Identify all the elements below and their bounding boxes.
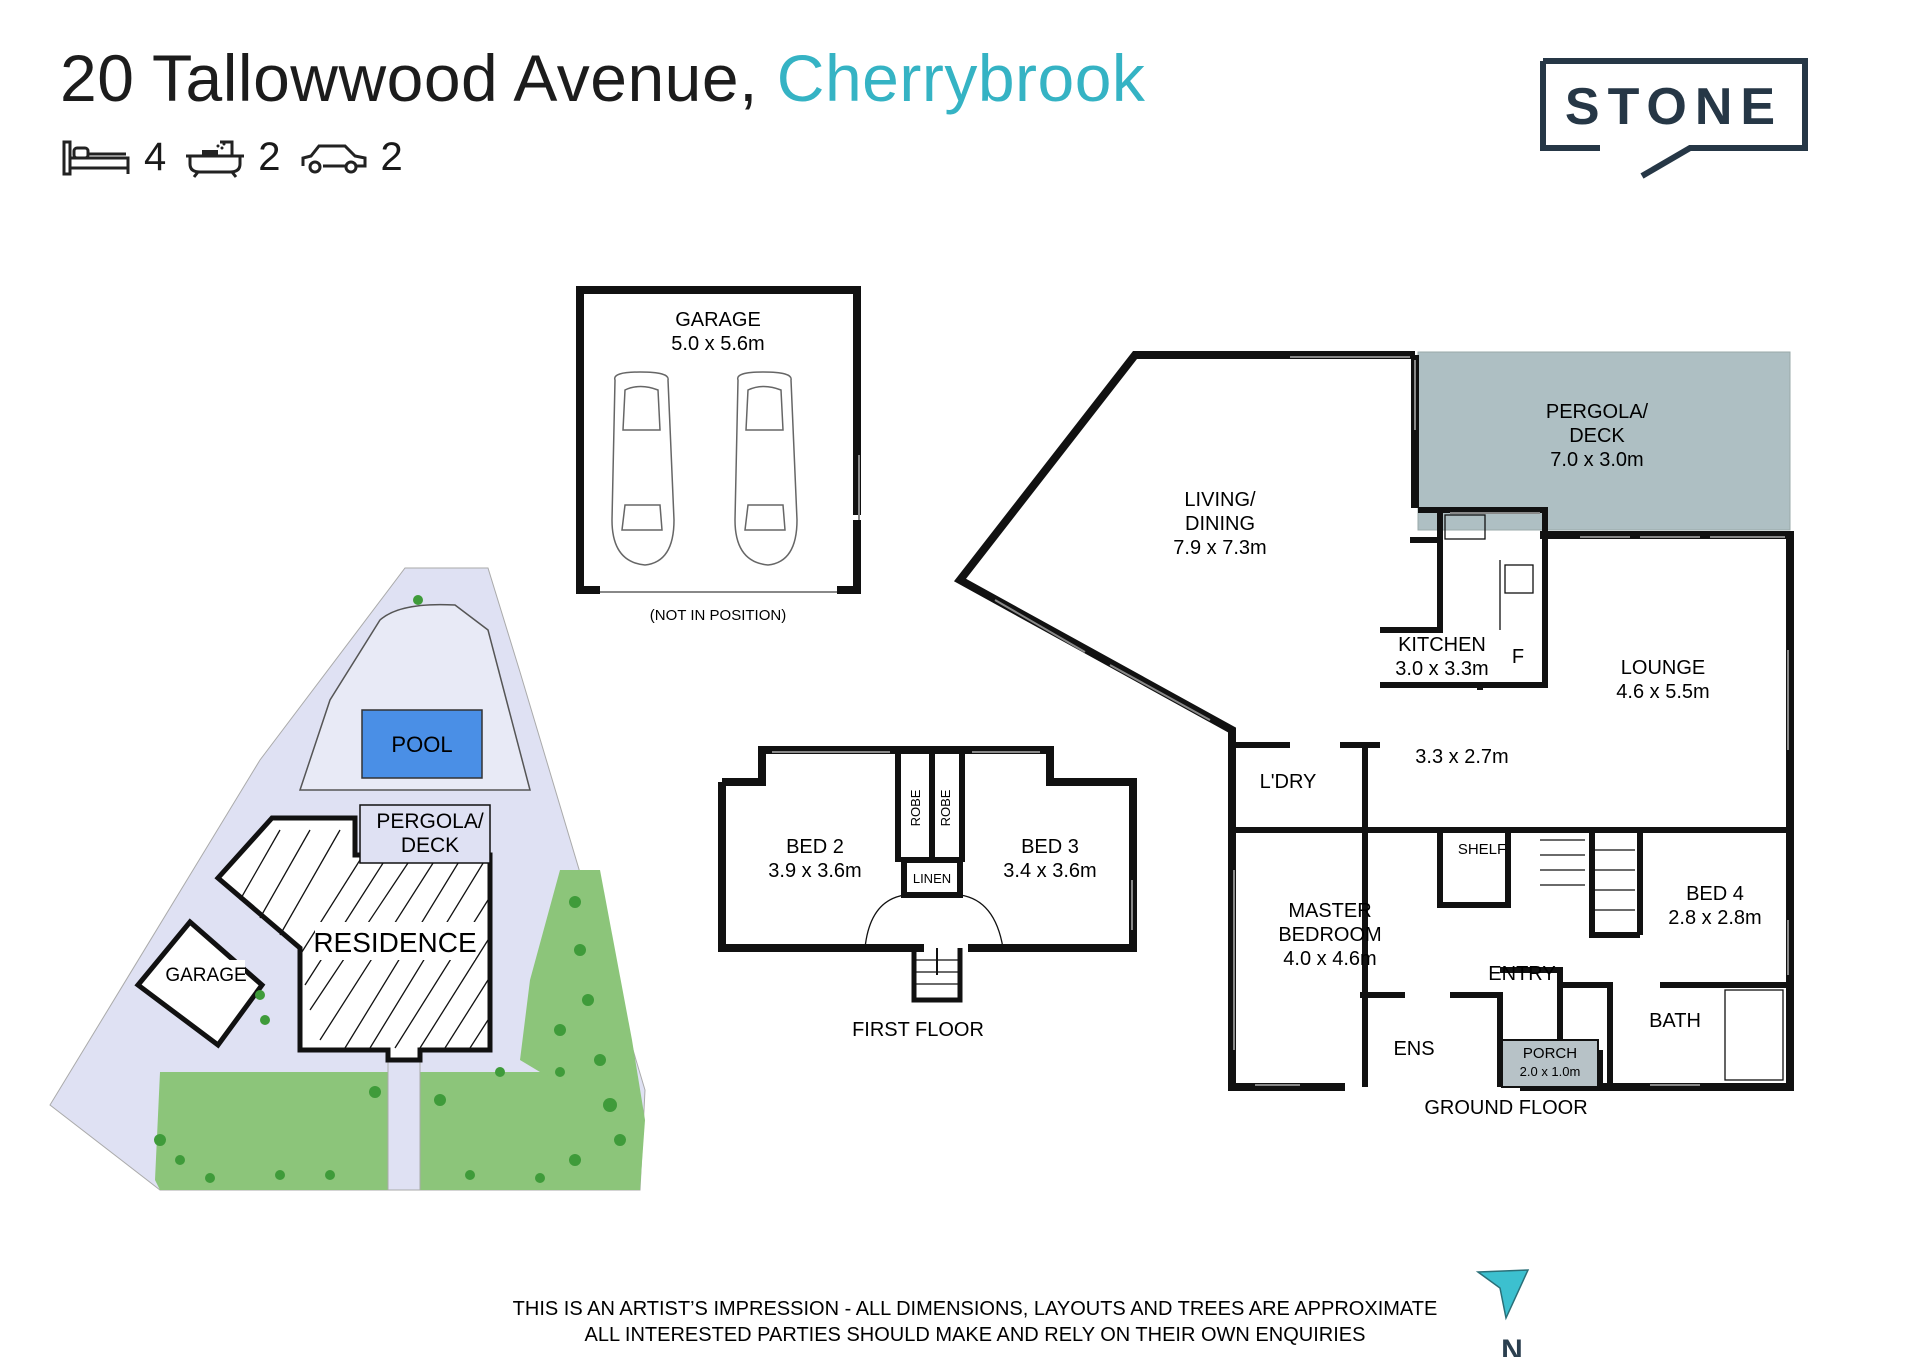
disclaimer-line-1: THIS IS AN ARTIST’S IMPRESSION - ALL DIM… [513, 1298, 1438, 1320]
bath-icon [186, 140, 245, 178]
lounge-size: 4.6 x 5.5m [1616, 681, 1709, 703]
bed3-size: 3.4 x 3.6m [1003, 860, 1096, 882]
ens-label: ENS [1393, 1038, 1434, 1060]
pergola-deck-area [1417, 351, 1791, 531]
ground-floor-interior-walls [1232, 507, 1790, 1087]
robes-walls [895, 752, 965, 898]
car-outline [734, 371, 798, 566]
bath-label: BATH [1649, 1010, 1701, 1032]
car-count: 2 [380, 135, 403, 179]
robe2-label: ROBE [938, 789, 953, 826]
garage-title: GARAGE [675, 309, 761, 331]
garage-wall-right [837, 520, 861, 594]
car-feature: 2 [299, 135, 403, 180]
logo-text: STONE [1565, 78, 1783, 136]
north-arrow-icon [1475, 1269, 1530, 1321]
first-floor-plan: BED 2 3.9 x 3.6m BED 3 3.4 x 3.6m ROBE R… [718, 746, 1137, 1041]
first-floor-windows [772, 751, 1133, 930]
residence-label-bg [315, 922, 475, 960]
pergola-label-2: DECK [1569, 425, 1625, 447]
lounge-label: LOUNGE [1621, 657, 1705, 679]
side-lawn [520, 870, 645, 1120]
living-label-1: LIVING/ [1184, 489, 1256, 511]
site-pergola [359, 804, 491, 864]
porch-area [1501, 1039, 1599, 1088]
suburb-text: Cherrybrook [776, 41, 1146, 115]
linen-label: LINEN [913, 871, 951, 886]
trees [154, 595, 626, 1183]
ground-floor-label: GROUND FLOOR [1424, 1097, 1587, 1119]
porch-label: PORCH [1523, 1045, 1577, 1062]
porch-size: 2.0 x 1.0m [1520, 1064, 1581, 1079]
pergola-size: 7.0 x 3.0m [1550, 449, 1643, 471]
laundry-label: L'DRY [1260, 771, 1317, 793]
pergola-label-1: PERGOLA/ [1546, 401, 1649, 423]
car-outline [611, 371, 675, 566]
property-features: 4 2 2 [62, 135, 421, 180]
bathrooms-feature: 2 [184, 135, 281, 180]
door-swings [864, 894, 1004, 949]
ground-floor-windows [994, 356, 1789, 1086]
shower [1724, 989, 1784, 1081]
driveway [387, 1059, 421, 1191]
garage-size: 5.0 x 5.6m [671, 333, 764, 355]
car-icon [301, 144, 366, 173]
kitchen-fixtures [1444, 514, 1534, 630]
bedrooms-feature: 4 [62, 135, 166, 180]
north-arrow: N [1475, 1269, 1530, 1357]
garage-plan: GARAGE 5.0 x 5.6m (NOT IN POSITION) [576, 286, 861, 624]
site-pergola-label: PERGOLA/ [376, 810, 484, 833]
site-garage-label: GARAGE [165, 965, 246, 986]
first-floor-wall-left [718, 782, 924, 952]
living-label-2: DINING [1185, 513, 1255, 535]
pool [361, 709, 483, 779]
bed2-size: 3.9 x 3.6m [768, 860, 861, 882]
listing-title: 20 Tallowwood Avenue, Cherrybrook [60, 40, 1145, 116]
bathrooms-count: 2 [258, 135, 281, 179]
living-size: 7.9 x 7.3m [1173, 537, 1266, 559]
residence-label: RESIDENCE [313, 927, 476, 958]
bed3-label: BED 3 [1021, 836, 1079, 858]
pool-label: POOL [391, 732, 452, 757]
master-label-1: MASTER [1288, 900, 1371, 922]
garage-walls [576, 286, 861, 594]
ground-floor-plan: LIVING/ DINING 7.9 x 7.3m PERGOLA/ DECK … [953, 351, 1794, 1119]
address-text: 20 Tallowwood Avenue, [60, 41, 758, 115]
kitchen-label: KITCHEN [1398, 634, 1486, 656]
bedrooms-count: 4 [144, 135, 167, 179]
garage-note: (NOT IN POSITION) [650, 607, 786, 624]
master-size: 4.0 x 4.6m [1283, 948, 1376, 970]
kitchen-size: 3.0 x 3.3m [1395, 658, 1488, 680]
hall-size: 3.3 x 2.7m [1415, 746, 1508, 768]
first-floor-label: FIRST FLOOR [852, 1019, 984, 1041]
site-garage-label-bg [165, 960, 245, 986]
stairs [1540, 839, 1635, 911]
robe1-label: ROBE [908, 789, 923, 826]
entry-label: ENTRY [1488, 963, 1555, 985]
brand-logo: STONE [1540, 58, 1810, 193]
shelf-label: SHELF [1458, 841, 1506, 858]
disclaimer-line-2: ALL INTERESTED PARTIES SHOULD MAKE AND R… [585, 1324, 1366, 1346]
master-label-2: BEDROOM [1278, 924, 1381, 946]
fridge-label: F [1512, 646, 1524, 668]
bed-icon [62, 140, 130, 175]
site-plan: POOL RESIDENCE PERGOLA/ DECK GARAGE [49, 567, 646, 1191]
bed4-size: 2.8 x 2.8m [1668, 907, 1761, 929]
site-deck-label: DECK [401, 834, 459, 857]
north-label: N [1501, 1334, 1523, 1357]
stair-well [911, 948, 963, 1003]
bed2-label: BED 2 [786, 836, 844, 858]
bed4-label: BED 4 [1686, 883, 1744, 905]
listing-header: 20 Tallowwood Avenue, Cherrybrook [60, 40, 1145, 116]
